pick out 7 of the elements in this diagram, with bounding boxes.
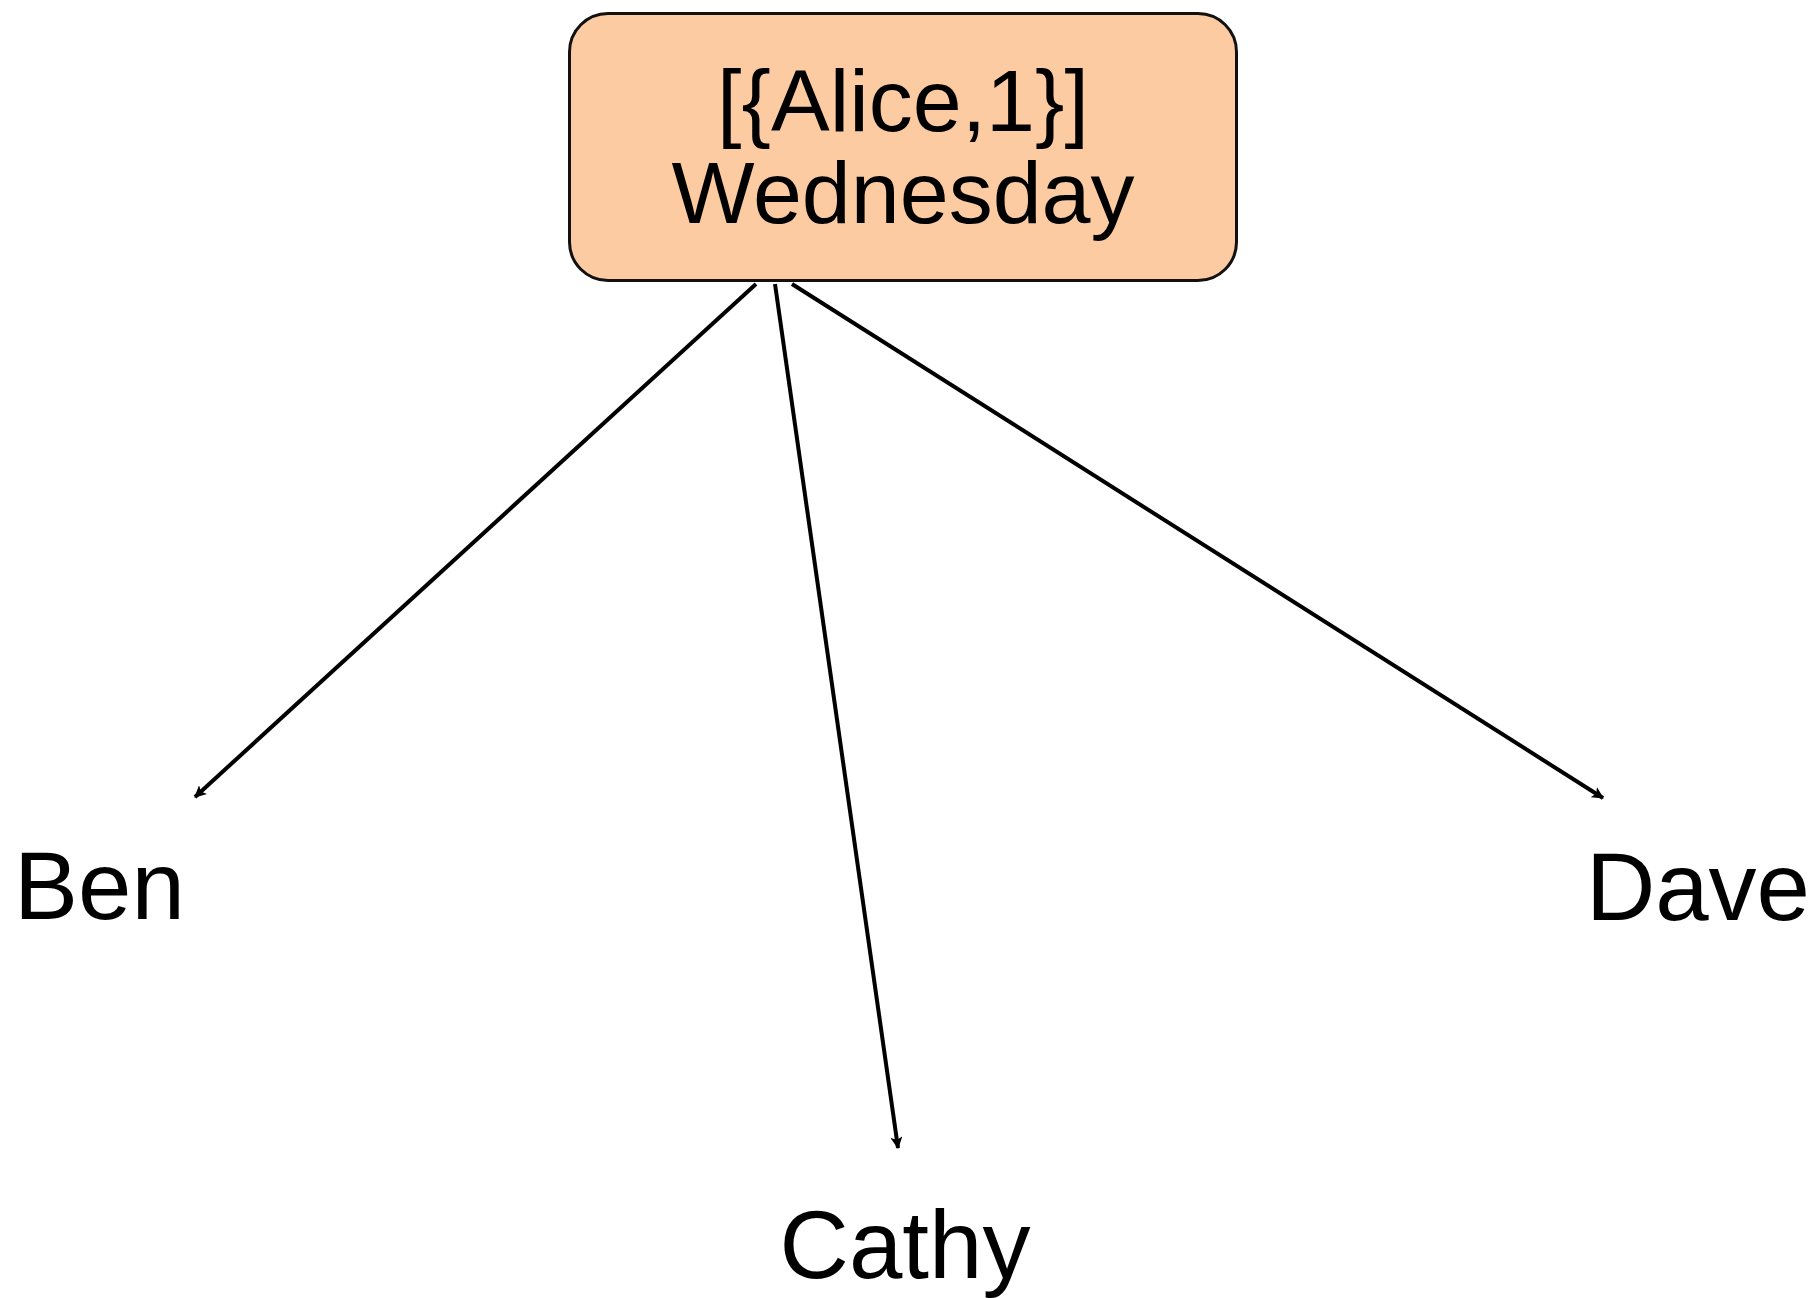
arrow — [773, 283, 903, 1149]
node-label: [{Alice,1}] — [717, 54, 1089, 147]
arrow — [193, 282, 758, 799]
node-label: Dave — [1585, 837, 1810, 938]
arrow — [790, 282, 1605, 800]
node-label: Ben — [14, 836, 185, 937]
rounded-box — [568, 12, 1238, 282]
